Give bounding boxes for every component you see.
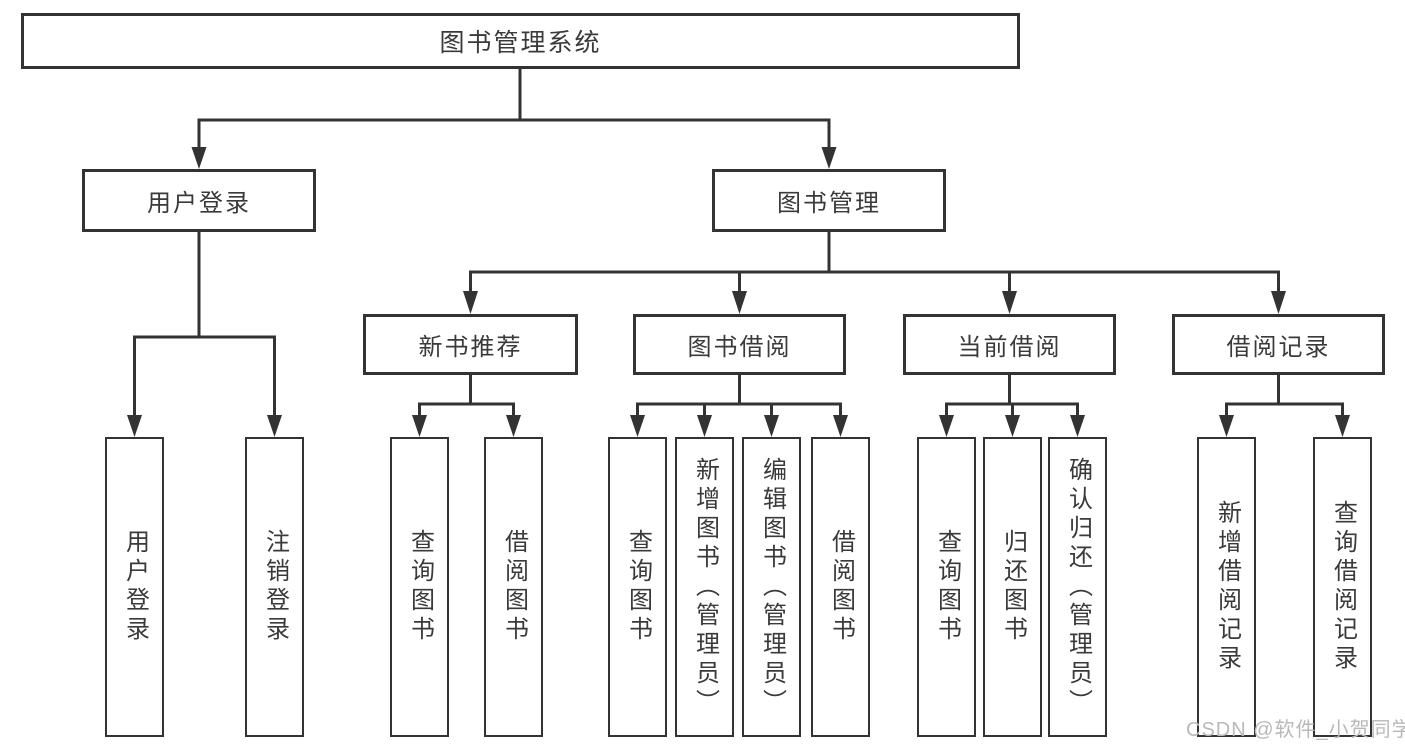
leaf-borrow-books-recommendation-label: 借阅图书 (500, 529, 528, 645)
leaf-edit-books-admin-label: 编辑图书（管理员） (758, 456, 786, 718)
connector-book-management-children (463, 232, 1286, 314)
node-new-book-recommendation-label: 新书推荐 (418, 334, 523, 361)
node-root-library-management-system: 图书管理系统 (21, 13, 1020, 69)
csdn-watermark: CSDN @软件_小贺同学 (1186, 719, 1405, 741)
leaf-query-books-recommendation: 查询图书 (390, 437, 449, 737)
leaf-query-books-current: 查询图书 (917, 437, 976, 737)
leaf-add-borrowing-record: 新增借阅记录 (1197, 437, 1256, 737)
node-current-borrowing: 当前借阅 (903, 314, 1116, 375)
leaf-confirm-return-admin-label: 确认归还（管理员） (1064, 456, 1092, 718)
node-root-label: 图书管理系统 (439, 29, 602, 57)
leaf-edit-books-admin: 编辑图书（管理员） (742, 437, 801, 737)
leaf-query-borrowing-record: 查询借阅记录 (1313, 437, 1372, 737)
leaf-logout: 注销登录 (245, 437, 304, 737)
connector-root-to-level2 (191, 69, 837, 169)
leaf-query-books-current-label: 查询图书 (933, 529, 961, 645)
leaf-query-books-recommendation-label: 查询图书 (406, 529, 434, 645)
leaf-user-login-label: 用户登录 (121, 529, 149, 645)
leaf-add-books-admin: 新增图书（管理员） (675, 437, 734, 737)
node-book-borrowing-label: 图书借阅 (687, 334, 792, 361)
leaf-logout-label: 注销登录 (261, 529, 289, 645)
node-book-borrowing: 图书借阅 (633, 314, 846, 375)
leaf-user-login: 用户登录 (105, 437, 164, 737)
leaf-add-books-admin-label: 新增图书（管理员） (691, 456, 719, 718)
node-book-management: 图书管理 (712, 169, 946, 232)
leaf-query-books-borrowing: 查询图书 (608, 437, 667, 737)
connector-current-borrowing-children (939, 375, 1085, 437)
connector-new-book-recommendation-children (412, 375, 521, 437)
connector-user-login-children (127, 232, 282, 437)
leaf-return-books: 归还图书 (983, 437, 1042, 737)
leaf-borrow-books-label: 借阅图书 (827, 529, 855, 645)
node-current-borrowing-label: 当前借阅 (957, 334, 1062, 361)
connector-borrowing-records-children (1219, 375, 1350, 437)
node-borrowing-records: 借阅记录 (1172, 314, 1385, 375)
node-user-login: 用户登录 (82, 169, 316, 232)
leaf-return-books-label: 归还图书 (999, 529, 1027, 645)
leaf-query-borrowing-record-label: 查询借阅记录 (1329, 500, 1357, 674)
node-user-login-label: 用户登录 (147, 190, 251, 217)
leaf-query-books-borrowing-label: 查询图书 (624, 529, 652, 645)
leaf-confirm-return-admin: 确认归还（管理员） (1048, 437, 1107, 737)
leaf-borrow-books-recommendation: 借阅图书 (484, 437, 543, 737)
leaf-borrow-books: 借阅图书 (811, 437, 870, 737)
node-book-management-label: 图书管理 (777, 190, 881, 217)
node-borrowing-records-label: 借阅记录 (1226, 334, 1331, 361)
connector-book-borrowing-children (630, 375, 848, 437)
node-new-book-recommendation: 新书推荐 (363, 314, 578, 375)
leaf-add-borrowing-record-label: 新增借阅记录 (1213, 500, 1241, 674)
